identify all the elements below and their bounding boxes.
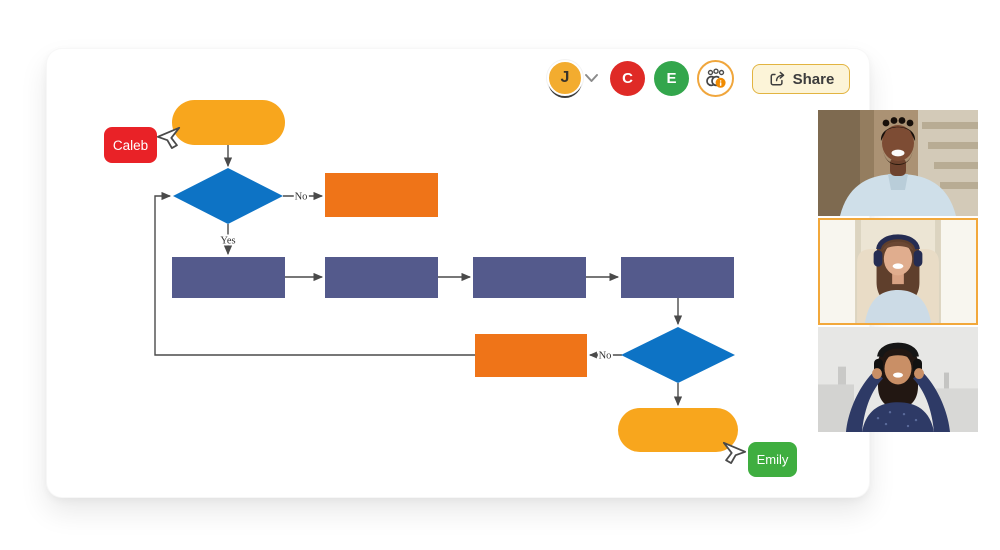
participant-2-photo: [820, 220, 976, 323]
participant-2-person: [864, 234, 932, 323]
collaborator-cursor-label-emily: Emily: [748, 442, 797, 477]
avatar-collaborator-c[interactable]: C: [610, 61, 645, 96]
video-tile-participant-3[interactable]: [818, 327, 978, 432]
collaborator-cursor-caleb-icon: [156, 126, 181, 149]
share-icon: [770, 71, 784, 86]
whiteboard-canvas[interactable]: [46, 48, 870, 498]
avatar-current-user[interactable]: J: [547, 60, 583, 96]
avatar-initial: C: [622, 70, 633, 87]
participant-3-photo: [818, 327, 978, 432]
collaborator-cursor-label-caleb: Caleb: [104, 127, 157, 163]
video-tile-participant-2[interactable]: [818, 218, 978, 325]
audience-info-button[interactable]: [697, 60, 734, 97]
audience-info-icon: [705, 67, 726, 88]
collaborator-cursor-emily-icon: [722, 441, 747, 464]
avatar-initial: E: [666, 70, 677, 87]
cursor-name: Emily: [756, 452, 789, 467]
share-button[interactable]: Share: [752, 64, 850, 94]
cursor-name: Caleb: [112, 137, 149, 153]
participant-3-person: [846, 342, 950, 432]
video-call-strip: [818, 110, 978, 432]
avatar-collaborator-e[interactable]: E: [654, 61, 689, 96]
chevron-down-icon[interactable]: [584, 72, 599, 84]
avatar-initial: J: [560, 69, 570, 86]
participant-1-photo: [818, 110, 978, 216]
participant-1-person: [840, 117, 956, 216]
video-tile-participant-1[interactable]: [818, 110, 978, 216]
share-label: Share: [792, 70, 835, 88]
